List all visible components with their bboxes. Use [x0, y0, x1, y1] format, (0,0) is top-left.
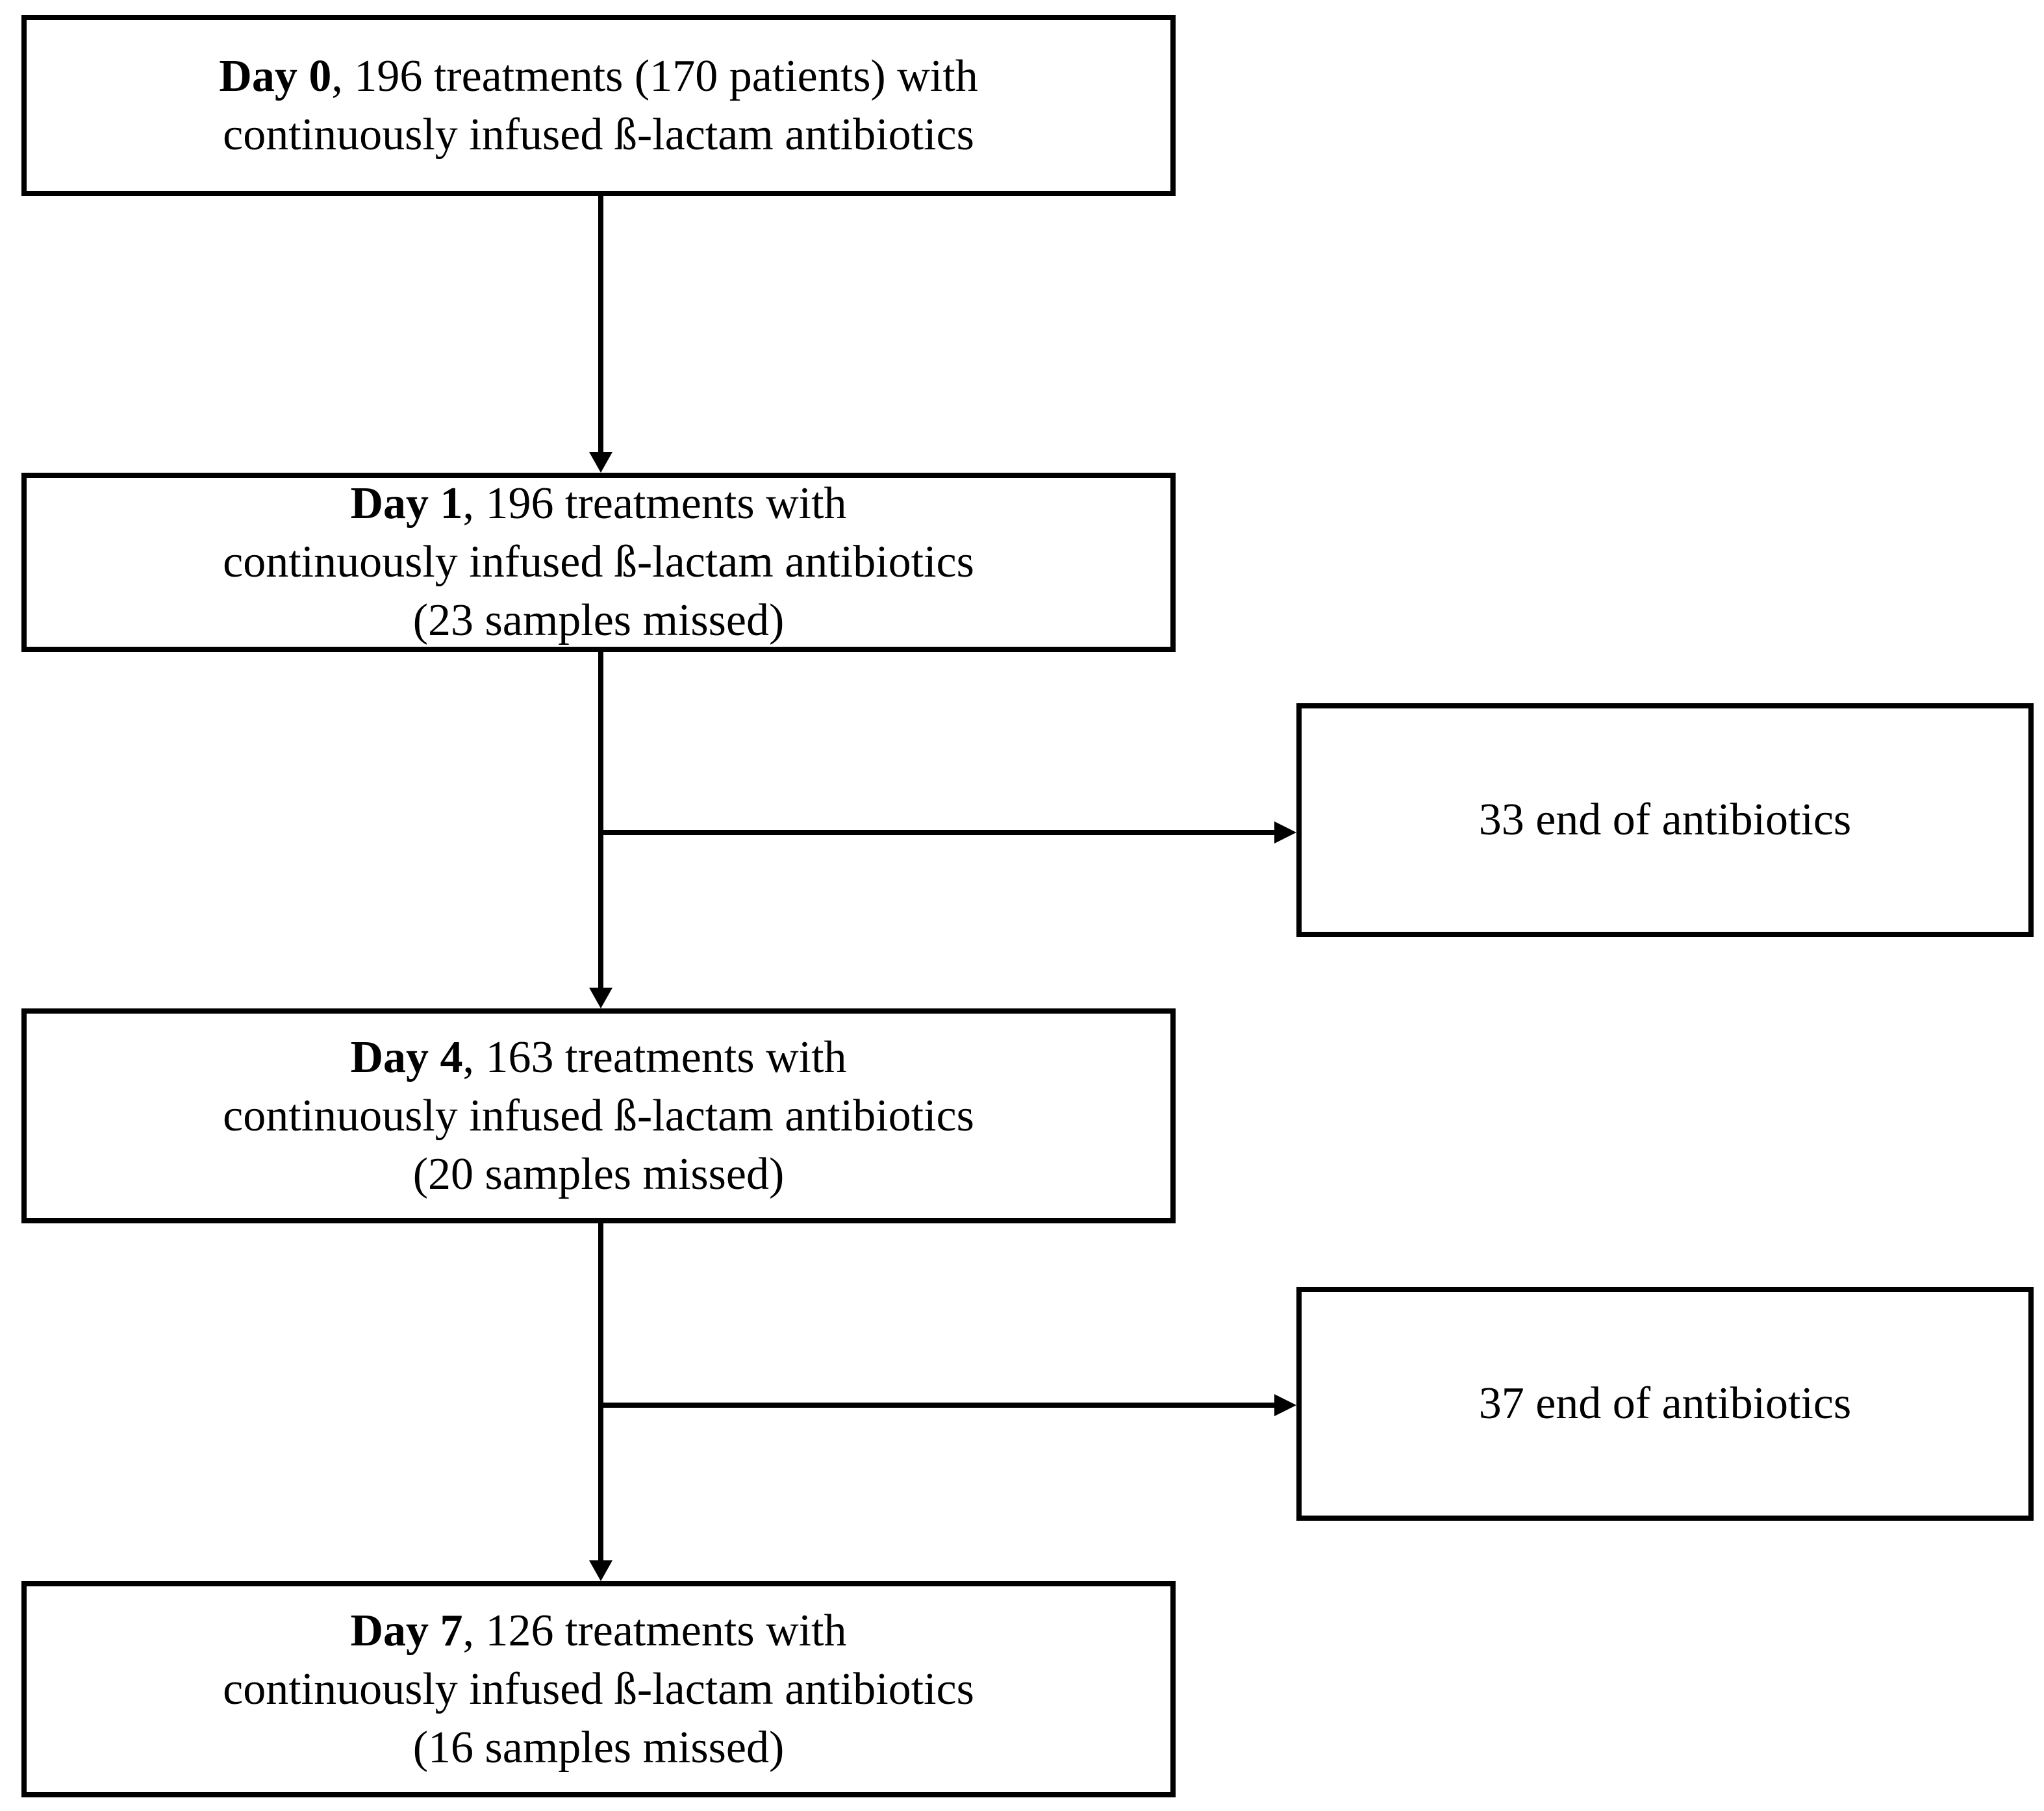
box-day1-line3: (23 samples missed): [412, 595, 785, 645]
box-day0-day-label: Day 0: [219, 51, 332, 101]
box-end-of-antibiotics-2: 37 end of antibiotics: [1296, 1287, 2034, 1521]
box-end2-label: 37 end of antibiotics: [1478, 1379, 1852, 1429]
connector-branch-end2-line: [601, 1403, 1274, 1408]
box-day0-line1: Day 0, 196 treatments (170 patients) wit…: [219, 47, 978, 106]
box-day4: Day 4, 163 treatments with continuously …: [21, 1008, 1176, 1223]
box-day4-line1: Day 4, 163 treatments with: [350, 1029, 846, 1087]
connector-day1-day4-line: [598, 652, 603, 988]
box-day1-day-label: Day 1: [350, 479, 463, 529]
arrowhead-down-day7-icon: [589, 1560, 612, 1581]
arrowhead-right-end1-icon: [1274, 821, 1296, 843]
box-day1-line1: Day 1, 196 treatments with: [350, 475, 846, 533]
box-day4-day-label: Day 4: [350, 1032, 463, 1082]
arrowhead-right-end2-icon: [1274, 1394, 1296, 1416]
connector-day4-day7-line: [598, 1223, 603, 1560]
box-day7-day-label: Day 7: [350, 1605, 463, 1656]
box-day1-line1-rest: , 196 treatments with: [462, 479, 847, 529]
box-day1: Day 1, 196 treatments with continuously …: [21, 473, 1176, 652]
box-day1-line2: continuously infused ß-lactam antibiotic…: [223, 537, 974, 587]
box-day7-line1: Day 7, 126 treatments with: [350, 1602, 846, 1660]
arrowhead-down-day4-icon: [589, 988, 612, 1008]
box-day7-line2: continuously infused ß-lactam antibiotic…: [223, 1664, 974, 1714]
box-day4-line2: continuously infused ß-lactam antibiotic…: [223, 1090, 974, 1141]
box-day0-line2: continuously infused ß-lactam antibiotic…: [223, 109, 974, 160]
connector-branch-end1-line: [601, 830, 1274, 835]
box-day4-line3: (20 samples missed): [412, 1149, 785, 1199]
box-day0: Day 0, 196 treatments (170 patients) wit…: [21, 15, 1176, 196]
box-end-of-antibiotics-1: 33 end of antibiotics: [1296, 703, 2034, 937]
box-end1-label: 33 end of antibiotics: [1478, 795, 1852, 845]
box-day4-line1-rest: , 163 treatments with: [462, 1032, 847, 1082]
connector-day0-day1-line: [598, 196, 603, 452]
arrowhead-down-day1-icon: [589, 452, 612, 473]
box-day7-line1-rest: , 126 treatments with: [462, 1605, 847, 1656]
box-day0-line1-rest: , 196 treatments (170 patients) with: [331, 51, 978, 101]
box-day7: Day 7, 126 treatments with continuously …: [21, 1581, 1176, 1797]
box-day7-line3: (16 samples missed): [412, 1722, 785, 1773]
